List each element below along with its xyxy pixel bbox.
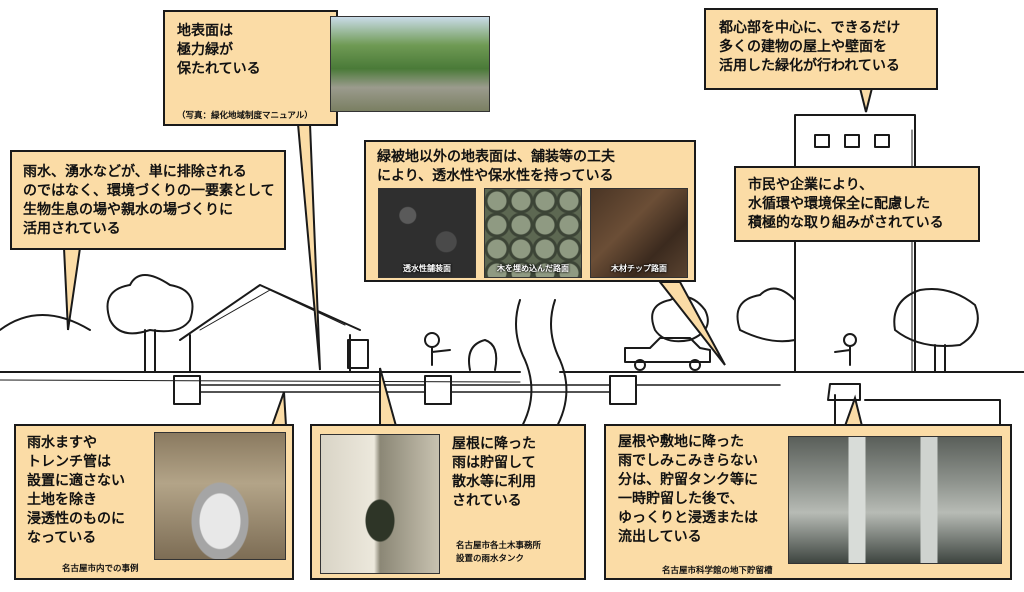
callout-rooftop-text: 都心部を中心に、できるだけ 多くの建物の屋上や壁面を 活用した緑化が行われている bbox=[719, 20, 901, 74]
callout-paving-text: 緑被地以外の地表面は、舗装等の工夫 により、透水性や保水性を持っている bbox=[377, 149, 615, 184]
photo-wood-chip-road-label: 木材チップ路面 bbox=[611, 264, 667, 273]
callout-tank-text: 屋根や敷地に降った 雨でしみこみきらない 分は、貯留タンク等に 一時貯留した後で… bbox=[618, 434, 758, 545]
callout-tank: 屋根や敷地に降った 雨でしみこみきらない 分は、貯留タンク等に 一時貯留した後で… bbox=[604, 424, 1012, 580]
photo-underground-tank bbox=[788, 436, 1002, 564]
callout-rainwater-use: 雨水、湧水などが、単に排除される のではなく、環境づくりの一要素として 生物生息… bbox=[10, 150, 286, 250]
callout-trench-caption: 名古屋市内での事例 bbox=[62, 564, 139, 574]
callout-trench-text: 雨水ますや トレンチ管は 設置に適さない 土地を除き 浸透性のものに なっている bbox=[27, 435, 125, 546]
callout-ground-green-caption: （写真：緑化地域制度マニュアル） bbox=[177, 111, 313, 121]
photo-wood-chip-road: 木材チップ路面 bbox=[590, 188, 688, 278]
callout-tank-caption: 名古屋市科学館の地下貯留槽 bbox=[662, 566, 773, 576]
photo-infiltration-trench bbox=[154, 432, 286, 560]
callout-roof-storage-caption: 名古屋市各土木事務所 設置の雨水タンク bbox=[456, 541, 542, 564]
callout-ground-green: 地表面は 極力緑が 保たれている （写真：緑化地域制度マニュアル） bbox=[163, 10, 338, 126]
photo-rain-tank bbox=[320, 434, 440, 574]
callout-paving: 緑被地以外の地表面は、舗装等の工夫 により、透水性や保水性を持っている 透水性舗… bbox=[364, 140, 696, 282]
photo-permeable-paving-label: 透水性舗装面 bbox=[403, 264, 451, 273]
callout-rooftop: 都心部を中心に、できるだけ 多くの建物の屋上や壁面を 活用した緑化が行われている bbox=[704, 8, 938, 90]
callout-ground-green-text: 地表面は 極力緑が 保たれている bbox=[177, 23, 261, 77]
callout-rainwater-use-text: 雨水、湧水などが、単に排除される のではなく、環境づくりの一要素として 生物生息… bbox=[23, 164, 275, 237]
photo-green-slope bbox=[330, 16, 490, 112]
callout-citizens-text: 市民や企業により、 水循環や環境保全に配慮した 積極的な取り組みがされている bbox=[748, 177, 944, 231]
callout-roof-storage: 屋根に降った 雨は貯留して 散水等に利用 されている 名古屋市各土木事務所 設置… bbox=[310, 424, 586, 580]
callout-trench: 雨水ますや トレンチ管は 設置に適さない 土地を除き 浸透性のものに なっている… bbox=[14, 424, 294, 580]
callout-roof-storage-text: 屋根に降った 雨は貯留して 散水等に利用 されている bbox=[452, 436, 536, 509]
photo-wood-embedded-road-label: 木を埋め込んだ路面 bbox=[497, 264, 569, 273]
photo-wood-embedded-road: 木を埋め込んだ路面 bbox=[484, 188, 582, 278]
callout-citizens: 市民や企業により、 水循環や環境保全に配慮した 積極的な取り組みがされている bbox=[734, 166, 980, 242]
photo-permeable-paving: 透水性舗装面 bbox=[378, 188, 476, 278]
